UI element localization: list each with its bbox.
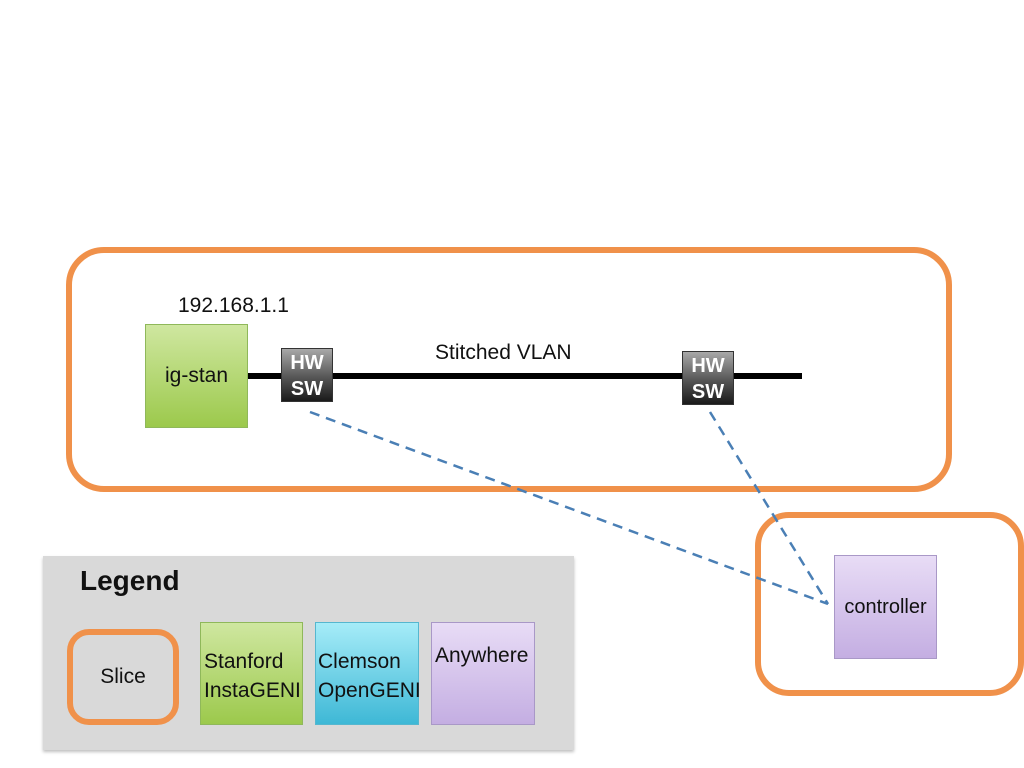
ig-stan-node[interactable]: ig-stan [145,324,248,428]
hw-switch-left-line1: HW [290,352,324,374]
legend-stanford-line2: InstaGENI [204,679,301,702]
ig-stan-label: ig-stan [164,364,229,387]
hw-switch-right-line1: HW [691,355,725,377]
controller-slice [755,512,1024,696]
legend-anywhere-label: Anywhere [435,644,529,667]
legend-title: Legend [80,565,180,596]
hw-switch-right-line2: SW [691,381,725,403]
legend-clemson-swatch: Clemson OpenGENI [315,622,421,725]
dashed-link-left [309,410,829,606]
legend-slice-swatch: Slice [67,629,179,725]
ip-address-label: 192.168.1.1 [178,294,289,317]
legend-anywhere-swatch: Anywhere [431,622,535,725]
hw-switch-left-line2: SW [290,378,324,400]
legend-stanford-line1: Stanford [204,650,284,673]
legend-slice-label: Slice [100,665,146,688]
hw-switch-left[interactable]: HW SW [281,348,333,402]
legend-clemson-line2: OpenGENI [318,679,421,702]
legend-clemson-line1: Clemson [318,650,401,673]
controller-label: controller [844,595,927,618]
main-slice [66,247,952,492]
hw-switch-right[interactable]: HW SW [682,351,734,405]
dashed-link-right [708,411,830,605]
legend-stanford-swatch: Stanford InstaGENI [200,622,303,725]
controller-node[interactable]: controller [834,555,937,659]
stitched-vlan-label: Stitched VLAN [435,341,572,364]
